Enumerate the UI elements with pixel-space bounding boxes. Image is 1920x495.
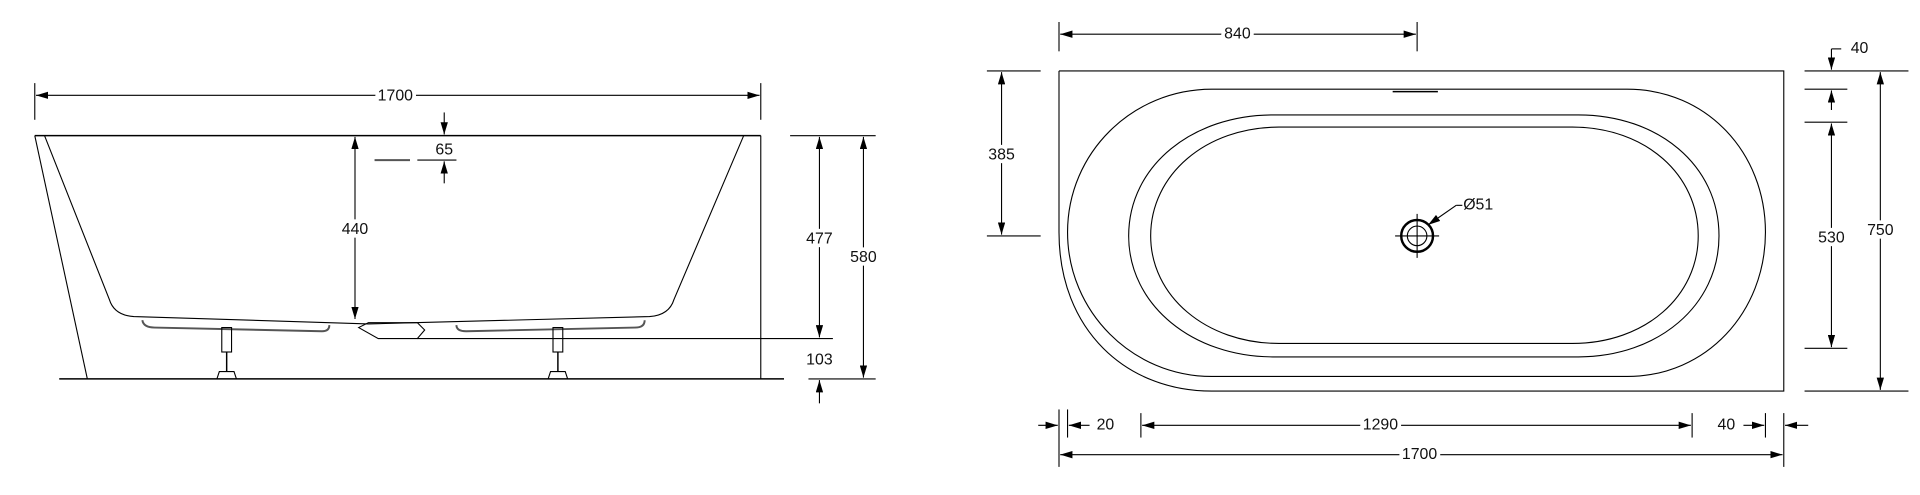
dimension-rim-back: 40 (1804, 40, 1909, 111)
dimension-label: 477 (806, 231, 833, 248)
tub-outline-top (1058, 70, 1785, 392)
dimension-inner-depth: 440 (338, 136, 372, 319)
dimension-label: 530 (1818, 230, 1845, 247)
dimension-inner-width: 530 (1804, 121, 1849, 349)
dimension-total-height: 580 (847, 136, 881, 378)
dimension-rim-height: 477 103 (790, 135, 876, 404)
dimension-bottom-row: 20 1290 40 1700 (1038, 409, 1809, 467)
tub-outline (34, 134, 833, 380)
dimension-label: 40 (1851, 40, 1869, 57)
dimension-label: 1700 (1402, 446, 1437, 463)
dimension-label: 103 (806, 352, 833, 369)
dimension-total-width: 750 (1804, 72, 1909, 392)
dimension-label: 1290 (1363, 417, 1398, 434)
dimension-label: 1700 (378, 88, 413, 105)
dimension-label: 580 (850, 249, 877, 266)
dimension-overflow-depth: 65 (417, 112, 457, 184)
drain: Ø51 (1395, 197, 1493, 258)
dimension-drain-offset: 840 (1058, 22, 1418, 52)
dimension-label: 20 (1097, 417, 1115, 434)
dimension-label: 440 (342, 221, 369, 238)
dimension-label: 840 (1224, 25, 1251, 42)
foot-right (547, 327, 569, 380)
foot-left (216, 327, 237, 380)
top-view: Ø51 840 385 40 530 (985, 22, 1909, 467)
dimension-label: 385 (988, 146, 1015, 163)
dimension-label: 65 (435, 142, 453, 159)
dimension-drain-from-back: 385 (985, 70, 1041, 237)
side-view: 1700 65 440 477 103 580 (34, 83, 881, 404)
dimension-label: 750 (1867, 222, 1894, 239)
dimension-label: 40 (1717, 417, 1735, 434)
dimension-length: 1700 (34, 83, 762, 120)
dimension-label: Ø51 (1463, 197, 1493, 214)
